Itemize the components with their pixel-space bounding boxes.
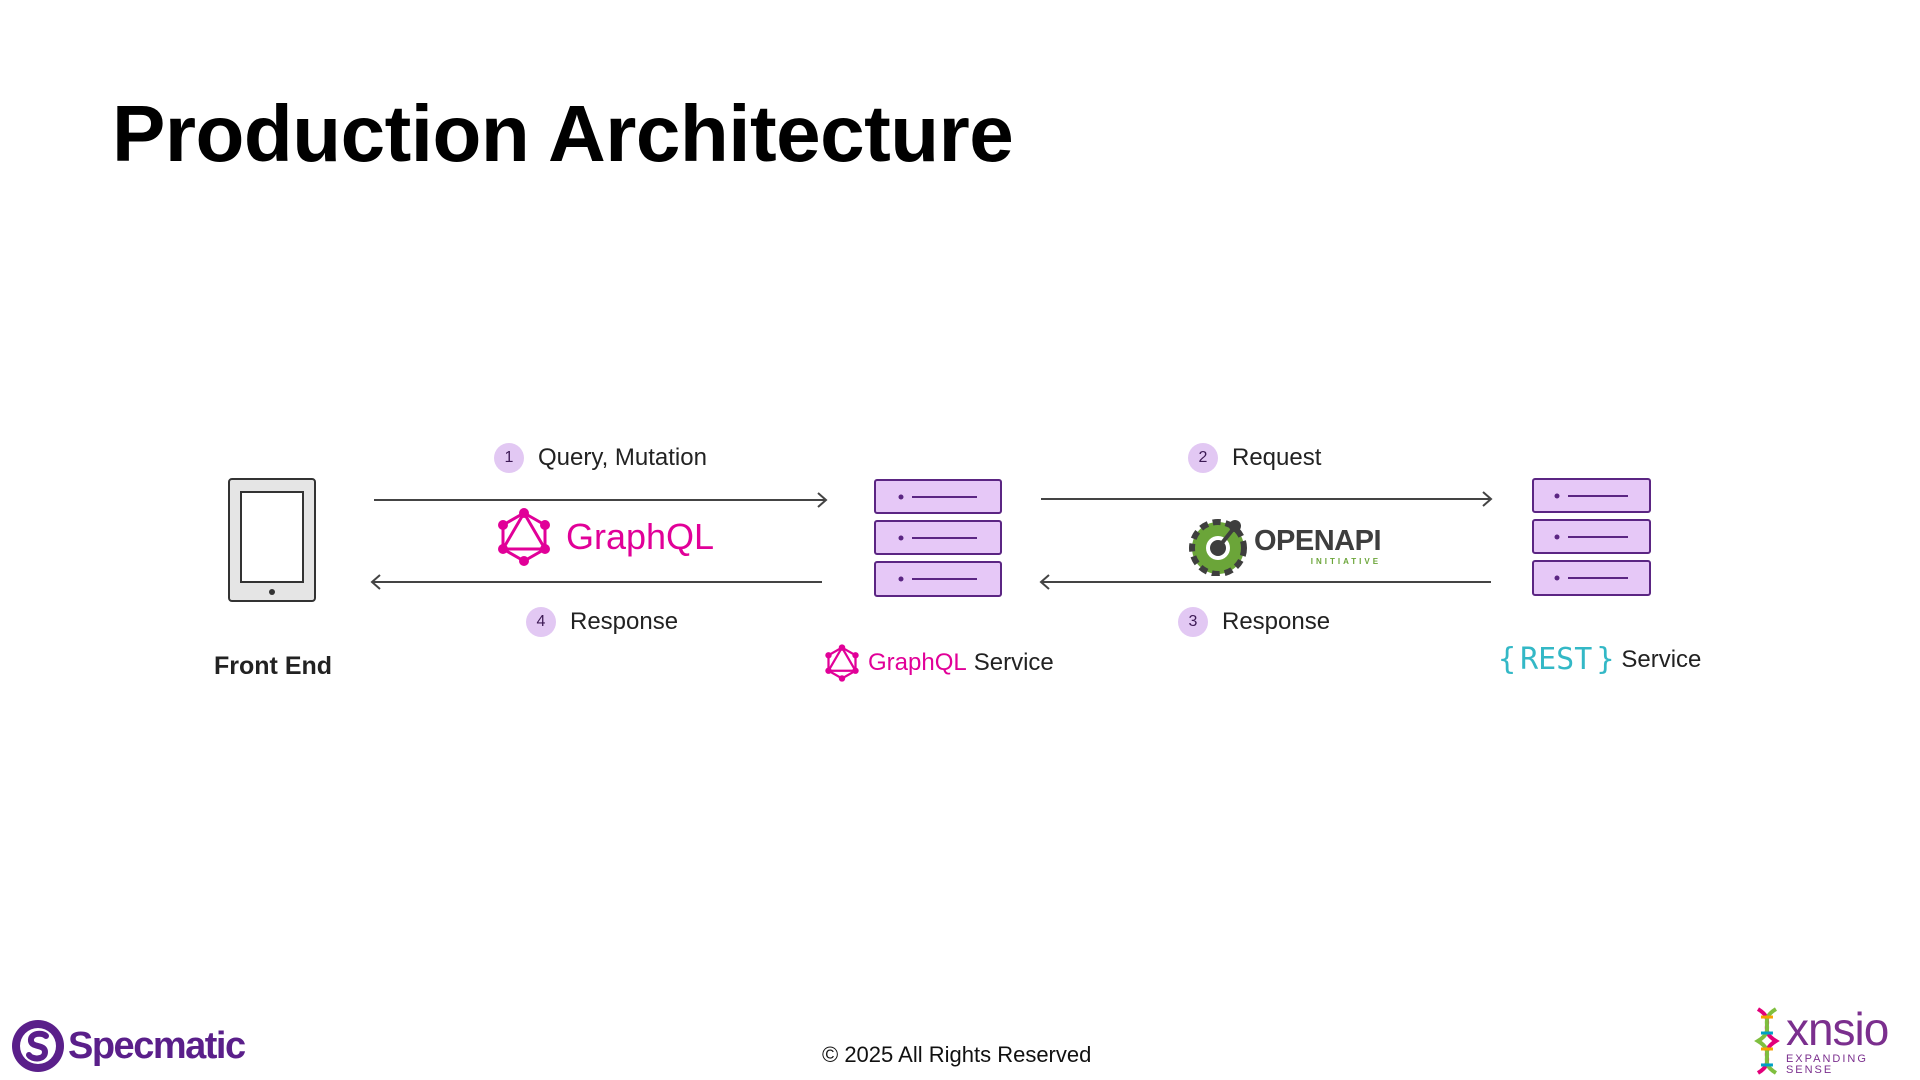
service-suffix: Service bbox=[1621, 645, 1702, 673]
server-icon bbox=[1532, 478, 1651, 596]
graphql-service-label: GraphQL Service bbox=[824, 644, 1054, 682]
rest-service-label: { REST } Service bbox=[1498, 642, 1701, 677]
step-label: Request bbox=[1232, 444, 1322, 471]
arrow-right-icon bbox=[374, 492, 828, 508]
arrow-left-icon bbox=[370, 574, 822, 590]
arrow-left-icon bbox=[1039, 574, 1491, 590]
page-title: Production Architecture bbox=[112, 89, 1014, 178]
step-badge: 4 bbox=[526, 607, 556, 637]
rest-brand: REST bbox=[1520, 642, 1593, 677]
front-end-label: Front End bbox=[214, 652, 333, 680]
arrow-right-icon bbox=[1041, 491, 1493, 507]
xnsio-tagline: EXPANDING SENSE bbox=[1785, 1053, 1868, 1076]
dna-icon bbox=[1754, 1007, 1780, 1075]
step-label: Query, Mutation bbox=[538, 444, 707, 471]
server-icon bbox=[874, 479, 1002, 597]
graphql-brand: GraphQL bbox=[868, 649, 967, 676]
step-badge: 2 bbox=[1188, 443, 1218, 473]
specmatic-wordmark: Specmatic bbox=[68, 1024, 246, 1067]
step-label: Response bbox=[570, 608, 679, 635]
xnsio-wordmark: xnsio bbox=[1785, 1003, 1889, 1055]
openapi-protocol-logo: OPENAPI INITIATIVE bbox=[1188, 516, 1382, 576]
step-badge: 1 bbox=[494, 443, 524, 473]
step-label: Response bbox=[1222, 608, 1331, 635]
graphql-protocol-label: GraphQL bbox=[566, 516, 715, 557]
openapi-icon bbox=[1189, 519, 1247, 576]
service-suffix: Service bbox=[973, 649, 1054, 676]
xnsio-logo: xnsio EXPANDING SENSE bbox=[1752, 1006, 1920, 1076]
openapi-title: OPENAPI bbox=[1254, 524, 1382, 557]
graphql-icon bbox=[825, 644, 859, 682]
specmatic-logo: Specmatic bbox=[10, 1018, 246, 1074]
step-1: 1 Query, Mutation bbox=[494, 443, 707, 473]
rest-brace-open: { bbox=[1498, 642, 1517, 677]
graphql-protocol-logo: GraphQL bbox=[496, 508, 714, 566]
step-badge: 3 bbox=[1178, 607, 1208, 637]
tablet-icon bbox=[228, 478, 316, 602]
graphql-icon bbox=[498, 508, 550, 566]
rest-brace-close: } bbox=[1596, 642, 1615, 677]
step-3: 3 Response bbox=[1178, 607, 1330, 637]
openapi-subtitle: INITIATIVE bbox=[1310, 556, 1382, 566]
specmatic-mark-icon bbox=[12, 1020, 64, 1072]
step-2: 2 Request bbox=[1188, 443, 1321, 473]
step-4: 4 Response bbox=[526, 607, 678, 637]
copyright-footer: © 2025 All Rights Reserved bbox=[822, 1042, 1092, 1067]
